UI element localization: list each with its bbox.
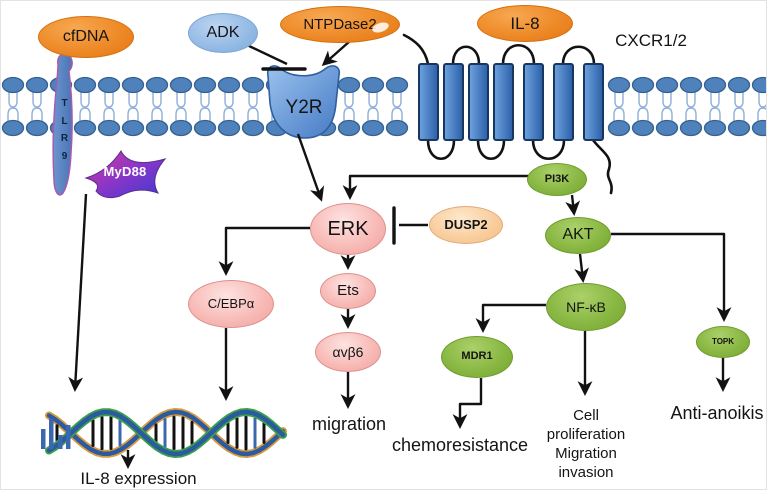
myd88-label-text: MyD88: [103, 164, 147, 179]
node-erk-label: ERK: [327, 217, 369, 240]
outcome-migration-text: migration: [311, 414, 387, 434]
tlr9-label: T L R 9: [56, 98, 73, 162]
receptor-top-loop: [501, 44, 536, 66]
receptor-bottom-loop: [476, 138, 506, 160]
cxcr-receptor: [402, 33, 613, 195]
node-il8: IL-8: [477, 5, 573, 42]
outcome-line: invasion: [558, 464, 614, 481]
transmembrane-helices: [418, 63, 604, 141]
node-akt-label: AKT: [562, 226, 594, 244]
outcome-proliferation: Cell proliferation Migration invasion: [531, 406, 641, 482]
node-adk: ADK: [188, 13, 258, 53]
outcome-anti-anoikis-text: Anti-anoikis: [670, 403, 764, 423]
arrow-tlr9-dna: [68, 193, 88, 392]
node-akt: AKT: [545, 217, 611, 254]
receptor-top-loop: [561, 45, 596, 66]
node-nfkb-label: NF-κB: [566, 298, 606, 315]
node-ets-label: Ets: [337, 282, 359, 300]
line-adk-inhibit: [246, 43, 288, 66]
cxcr12-label: CXCR1/2: [609, 31, 693, 51]
node-ntpdase2: NTPDase2: [280, 6, 400, 43]
node-il8-label: IL-8: [510, 13, 540, 33]
outcome-chemoresistance: chemoresistance: [385, 435, 535, 456]
cell-membrane: [1, 76, 766, 137]
node-cebpa-label: C/EBPα: [207, 296, 255, 312]
arrow-y2r-erk: [296, 133, 325, 202]
node-avb6-label: αvβ6: [332, 343, 364, 360]
arrow-erk-cebpa: [218, 226, 310, 276]
outcome-line: Cell: [573, 407, 599, 424]
y2r-label-text: Y2R: [285, 97, 323, 118]
outcome-line: Migration: [555, 445, 617, 462]
arrow-pi3k-akt: [565, 194, 581, 216]
outcome-anti-anoikis: Anti-anoikis: [661, 403, 766, 424]
outcome-il8-expression-text: IL-8 expression: [80, 469, 197, 488]
outcome-chemoresistance-text: chemoresistance: [391, 435, 529, 455]
node-dusp2: DUSP2: [429, 206, 503, 244]
receptor-bottom-loop: [426, 138, 456, 160]
receptor-n-terminus: [402, 33, 430, 66]
node-ets: Ets: [320, 273, 376, 309]
arrow-akt-topk: [611, 232, 732, 322]
arrow-ntpdase2-y2r: [321, 40, 351, 66]
receptor-bottom-loop: [531, 138, 566, 160]
cxcr12-label-text: CXCR1/2: [615, 31, 687, 50]
node-cfdna-label: cfDNA: [62, 27, 110, 45]
node-pi3k-label: PI3K: [544, 172, 570, 185]
outcome-il8-expression: IL-8 expression: [61, 469, 216, 489]
node-topk-label: TOPK: [711, 336, 735, 346]
outcome-migration: migration: [299, 414, 399, 435]
pathway-arrows: [68, 40, 732, 469]
node-dusp2-label: DUSP2: [444, 217, 488, 233]
arrow-mdr1-chemoresistance: [452, 378, 483, 429]
node-pi3k: PI3K: [527, 163, 587, 196]
node-cebpa: C/EBPα: [188, 280, 274, 328]
node-cfdna: cfDNA: [38, 16, 134, 58]
myd88-label: MyD88: [93, 164, 157, 179]
arrow-pi3k-erk: [342, 174, 546, 200]
node-adk-label: ADK: [206, 23, 240, 41]
tlr9-letter-9: 9: [61, 150, 68, 162]
myd88-shape: [84, 149, 167, 199]
node-topk: TOPK: [696, 326, 750, 358]
receptor-c-terminus: [591, 138, 613, 195]
node-ntpdase2-label: NTPDase2: [303, 15, 377, 33]
receptor-top-loop: [451, 45, 481, 66]
arrow-nfkb-mdr1: [475, 303, 546, 333]
arrow-akt-nfkb: [574, 253, 590, 283]
tlr9-receptor: [52, 52, 73, 196]
y2r-label: Y2R: [278, 97, 330, 119]
node-mdr1: MDR1: [441, 336, 513, 378]
dna-helix: [41, 407, 287, 459]
node-nfkb: NF-κB: [546, 283, 626, 331]
tlr9-letter-l: L: [61, 115, 68, 127]
tlr9-letter-r: R: [60, 133, 69, 145]
outcome-line: proliferation: [546, 426, 626, 443]
tlr9-letter-t: T: [61, 98, 68, 109]
node-mdr1-label: MDR1: [461, 350, 493, 363]
node-erk: ERK: [310, 203, 386, 255]
node-avb6: αvβ6: [315, 332, 381, 372]
